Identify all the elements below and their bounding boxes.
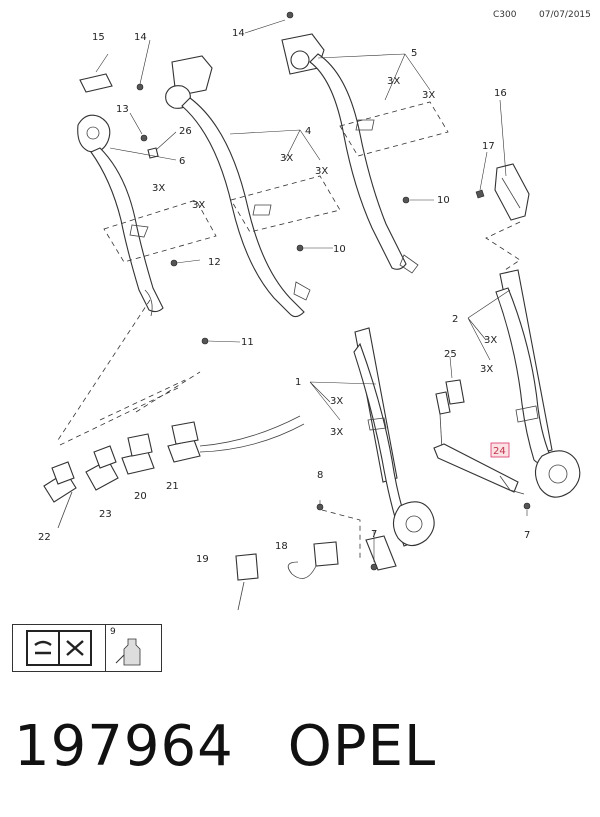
bolt-11 [201,337,209,345]
bolt-14-left [136,83,144,91]
label-qty-2b: 3X [480,364,493,375]
buckle-18 [287,541,339,579]
lubricant-cell: 9 [106,625,160,671]
bolt-14-top [286,11,294,19]
bolt-7-right [523,502,531,510]
seat-belt-rear-center [165,55,311,318]
buckle-23 [85,445,119,491]
brand-name: OPEL [287,714,437,779]
label-18: 18 [275,541,288,552]
plane-outline-5 [339,101,449,157]
seat-belt-rear-left [77,114,164,317]
manual-book-icon [26,630,92,666]
label-2: 2 [452,314,458,325]
label-qty-6a: 3X [152,183,165,194]
cover-15 [79,73,113,93]
link-line-16 [485,221,521,271]
label-8: 8 [317,470,323,481]
label-14-left: 14 [134,32,147,43]
diagram-code: C300 [493,10,517,20]
label-24: 24 [493,446,506,457]
label-7-right: 7 [524,530,530,541]
label-7-left: 7 [371,529,377,540]
buckle-19 [235,553,259,611]
label-20: 20 [134,491,147,502]
label-qty-1a: 3X [330,396,343,407]
lubricant-bottle-icon [115,638,141,666]
label-1: 1 [295,377,301,388]
belt-height-adjuster [475,163,530,221]
label-21: 21 [166,481,179,492]
label-26: 26 [179,126,192,137]
label-qty-6b: 3X [192,200,205,211]
link-lines-buckles [57,299,201,446]
label-qty-2a: 3X [484,335,497,346]
bolt-7-left [370,563,378,571]
label-qty-1b: 3X [330,427,343,438]
link-line-8 [321,509,361,560]
label-qty-5a: 3X [387,76,400,87]
label-25: 25 [444,349,457,360]
label-qty-4b: 3X [315,166,328,177]
label-14-top: 14 [232,28,245,39]
buckle-21 [167,415,305,463]
footer-title: 197964 OPEL [14,712,490,782]
service-manual-reference: 9 [12,624,162,672]
bolt-13 [140,134,148,142]
diagram-date: 07/07/2015 [539,10,591,20]
seat-belt-front-left [353,327,435,571]
part-number: 197964 [14,714,234,779]
label-19: 19 [196,554,209,565]
bolt-10-upper [402,196,410,204]
label-qty-5b: 3X [422,90,435,101]
parts-diagram: 14 14 15 13 26 6 3X 3X 12 4 3X 3X 10 5 3… [38,11,581,611]
label-10-lower: 10 [333,244,346,255]
belt-pretensioner [433,379,525,495]
label-17: 17 [482,141,495,152]
label-6: 6 [179,156,185,167]
label-23: 23 [99,509,112,520]
label-16: 16 [494,88,507,99]
label-10-upper: 10 [437,195,450,206]
label-qty-4a: 3X [280,153,293,164]
label-4: 4 [305,126,311,137]
seat-belt-rear-right [281,33,419,274]
label-12: 12 [208,257,221,268]
label-15: 15 [92,32,105,43]
label-11: 11 [241,337,254,348]
manual-icon-cell [13,625,106,671]
plane-outline-6 [103,199,217,263]
buckle-20 [121,433,155,475]
label-5: 5 [411,48,417,59]
seat-belt-front-right [495,269,581,498]
label-22: 22 [38,532,51,543]
label-24-highlight [490,442,510,458]
label-9: 9 [110,627,116,637]
bolt-10-lower [296,244,304,252]
plane-outline-4 [230,175,341,233]
buckle-22 [43,461,77,529]
label-13: 13 [116,104,129,115]
